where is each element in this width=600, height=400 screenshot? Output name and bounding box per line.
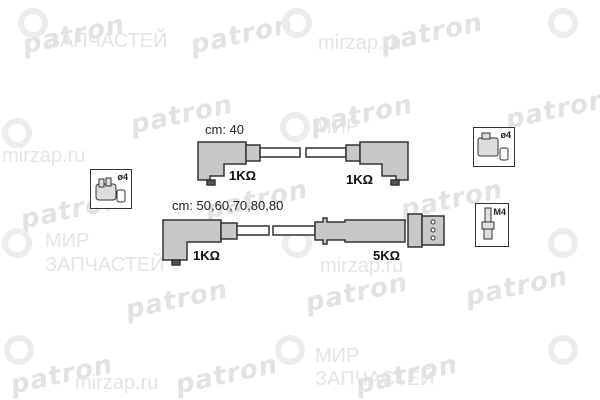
spark-plug-icon: M4 bbox=[475, 203, 509, 247]
short-wire-length: cm: 40 bbox=[205, 122, 245, 137]
spark-boot-right-short bbox=[359, 141, 409, 181]
distributor-cap-icon: ø4 bbox=[90, 169, 132, 209]
long-wire-length: cm: 50,60,70,80,80 bbox=[172, 198, 284, 213]
short-wire-resistance-left: 1KΩ bbox=[229, 168, 257, 183]
short-wire-resistance-right: 1KΩ bbox=[346, 172, 374, 187]
long-wire-resistance-right: 5KΩ bbox=[373, 248, 401, 263]
ignition-coil-icon: ø4 bbox=[473, 127, 515, 167]
coil-boot-long bbox=[314, 217, 406, 245]
spark-boot-left-long bbox=[162, 219, 222, 261]
long-wire-resistance-left: 1KΩ bbox=[193, 248, 221, 263]
